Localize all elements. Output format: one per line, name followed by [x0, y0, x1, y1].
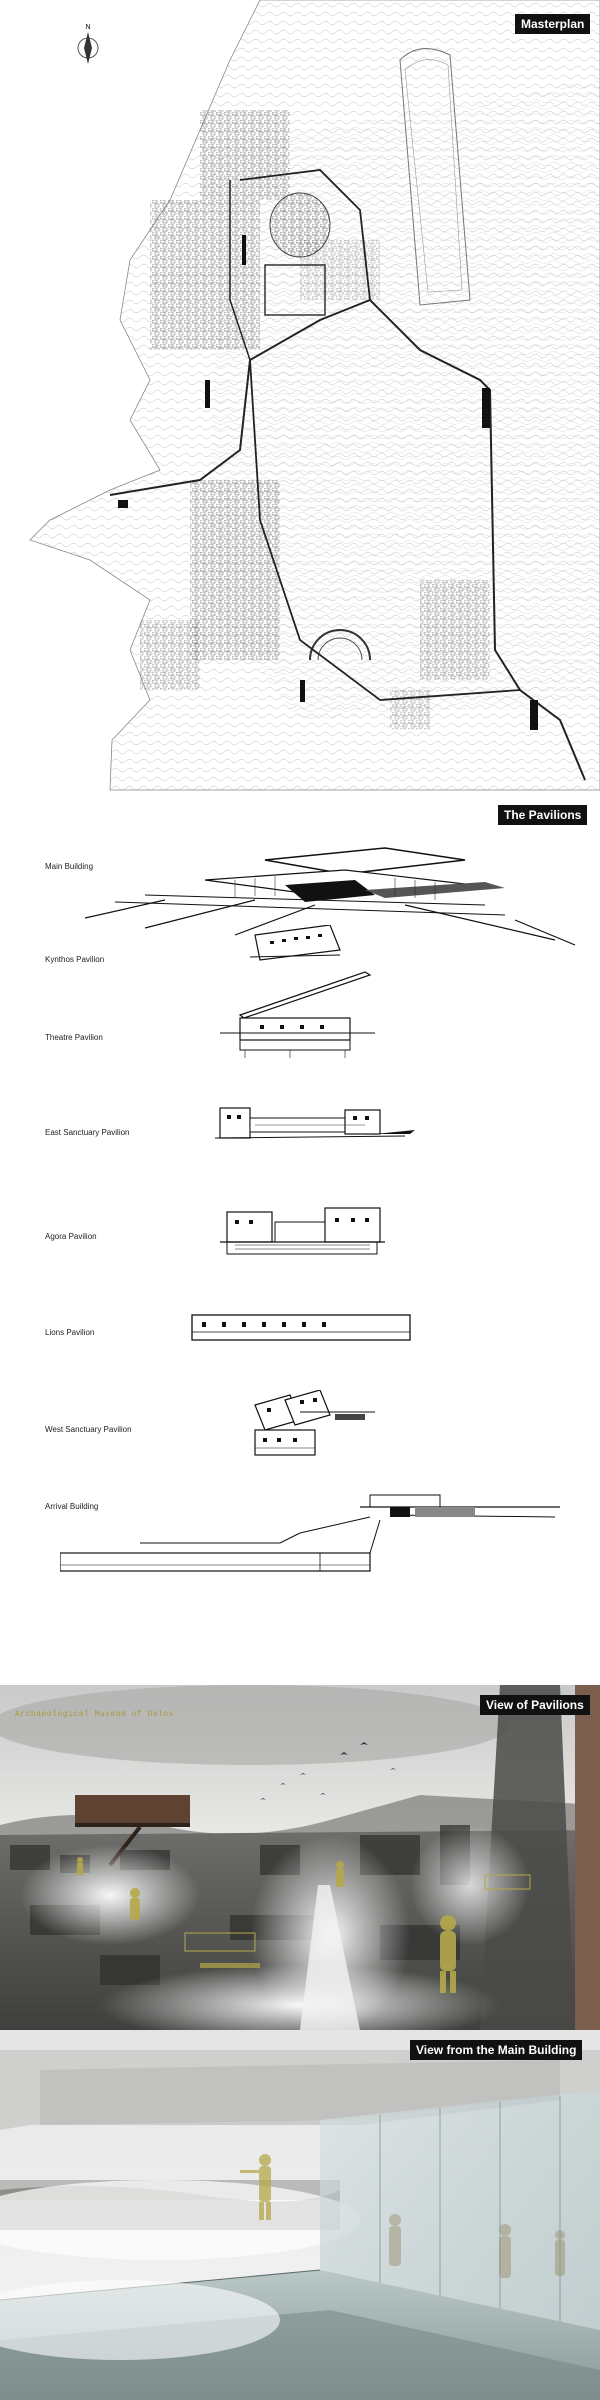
svg-text:N: N	[85, 24, 90, 31]
view-main-panel: View from the Main Building	[0, 2030, 600, 2400]
agora-pavilion-label: Agora Pavilion	[45, 1232, 97, 1241]
view-pavilions-caption: Archaeological Museum of Delos	[15, 1710, 175, 1719]
west-sanctuary-pavilion-drawing	[254, 1390, 375, 1456]
arrival-building-drawing	[60, 1494, 560, 1572]
view-main-title: View from the Main Building	[410, 2040, 583, 2060]
lions-pavilion-drawing	[191, 1314, 411, 1341]
east-sanctuary-pavilion-label: East Sanctuary Pavilion	[45, 1128, 130, 1137]
east-sanctuary-pavilion-drawing	[215, 1107, 415, 1139]
theatre-pavilion-drawing	[220, 1017, 375, 1058]
kynthos-pavilion-drawing	[238, 925, 372, 1019]
main-building-label: Main Building	[45, 862, 94, 871]
view-pavilions-title: View of Pavilions	[480, 1695, 590, 1715]
kynthos-pavilion-label: Kynthos Pavilion	[45, 955, 105, 964]
pavilions-panel: The Pavilions Main Building Kynthos Pavi…	[0, 795, 600, 1685]
view-pavilions-render	[0, 1685, 600, 2030]
arrival-building-label: Arrival Building	[45, 1502, 99, 1511]
view-main-render	[0, 2030, 600, 2400]
agora-pavilion-drawing	[220, 1207, 385, 1255]
masterplan-title: Masterplan	[515, 14, 591, 34]
pavilions-title: The Pavilions	[498, 805, 588, 825]
masterplan-drawing: N	[29, 0, 600, 791]
main-building-drawing	[85, 847, 576, 946]
masterplan-panel: N Masterplan	[0, 0, 600, 795]
theatre-pavilion-label: Theatre Pavilion	[45, 1033, 103, 1042]
west-sanctuary-pavilion-label: West Sanctuary Pavilion	[45, 1425, 132, 1434]
lions-pavilion-label: Lions Pavilion	[45, 1328, 95, 1337]
view-pavilions-panel: Archaeological Museum of Delos View of P…	[0, 1685, 600, 2030]
